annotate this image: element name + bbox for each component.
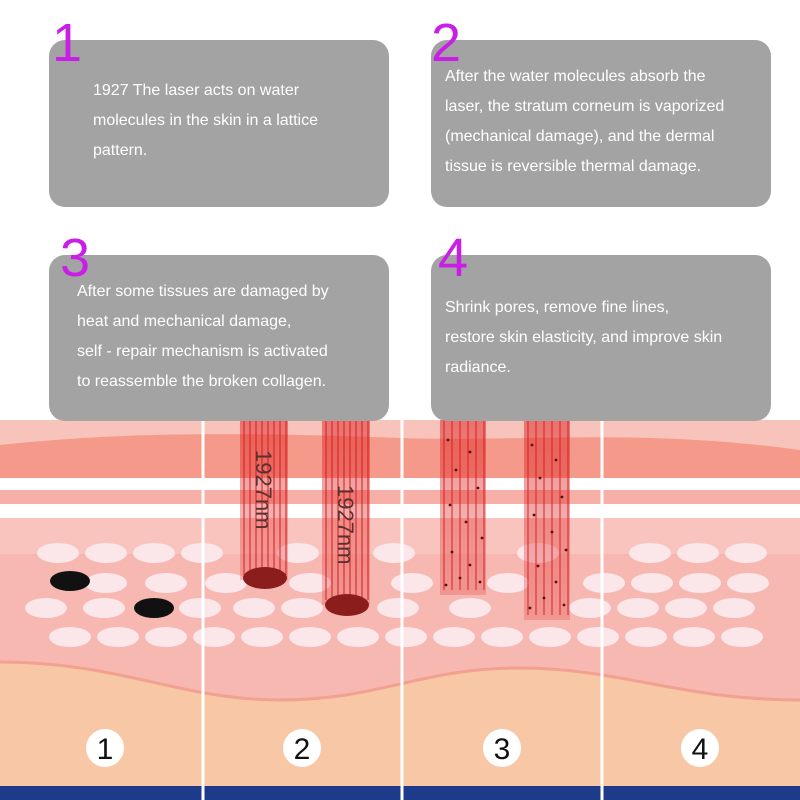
pigment-spot bbox=[50, 571, 90, 591]
step-text-2: After the water molecules absorb the las… bbox=[445, 68, 725, 175]
step-card-2: After the water molecules absorb the las… bbox=[431, 40, 771, 207]
step-text-3: After some tissues are damaged by heat a… bbox=[77, 283, 329, 390]
step-text-4: Shrink pores, remove fine lines, restore… bbox=[445, 299, 723, 376]
step-number-1: 1 bbox=[52, 13, 83, 73]
stage-label-2: 2 bbox=[294, 733, 311, 766]
stage-badge-1: 1 bbox=[86, 729, 124, 767]
pigment-spot bbox=[134, 598, 174, 618]
stage-badge-2: 2 bbox=[283, 729, 321, 767]
step-number-4: 4 bbox=[438, 228, 469, 288]
stage-badge-4: 4 bbox=[681, 729, 719, 767]
stage-label-4: 4 bbox=[692, 733, 709, 766]
stage-label-1: 1 bbox=[97, 733, 114, 766]
pore-grid bbox=[25, 543, 769, 647]
stratum-line-1 bbox=[0, 478, 800, 490]
laser-beam-stage3-b bbox=[524, 420, 570, 620]
stage-dividers bbox=[201, 420, 604, 800]
step-text-1: 1927 The laser acts on water molecules i… bbox=[93, 82, 318, 159]
step-card-1: 1927 The laser acts on water molecules i… bbox=[49, 40, 389, 207]
stage-label-3: 3 bbox=[494, 733, 511, 766]
dermis-wave-edge bbox=[0, 660, 800, 702]
stratum-band bbox=[0, 490, 800, 504]
stratum-line-2 bbox=[0, 504, 800, 518]
laser-beam-stage2-a bbox=[240, 420, 288, 589]
laser-beam-stage2-b bbox=[322, 420, 370, 616]
step-number-2: 2 bbox=[431, 13, 462, 73]
step-card-3: After some tissues are damaged by heat a… bbox=[49, 255, 389, 421]
step-card-4: Shrink pores, remove fine lines, restore… bbox=[431, 255, 771, 421]
laser-label-a: 1927nm bbox=[251, 450, 276, 530]
epidermis-layer bbox=[0, 434, 800, 478]
laser-label-b: 1927nm bbox=[333, 485, 358, 565]
step-number-3: 3 bbox=[60, 228, 91, 288]
laser-beam-stage3-a bbox=[440, 420, 486, 595]
base-strip bbox=[0, 786, 800, 800]
stage-badge-3: 3 bbox=[483, 729, 521, 767]
subcutis-layer bbox=[0, 662, 800, 800]
